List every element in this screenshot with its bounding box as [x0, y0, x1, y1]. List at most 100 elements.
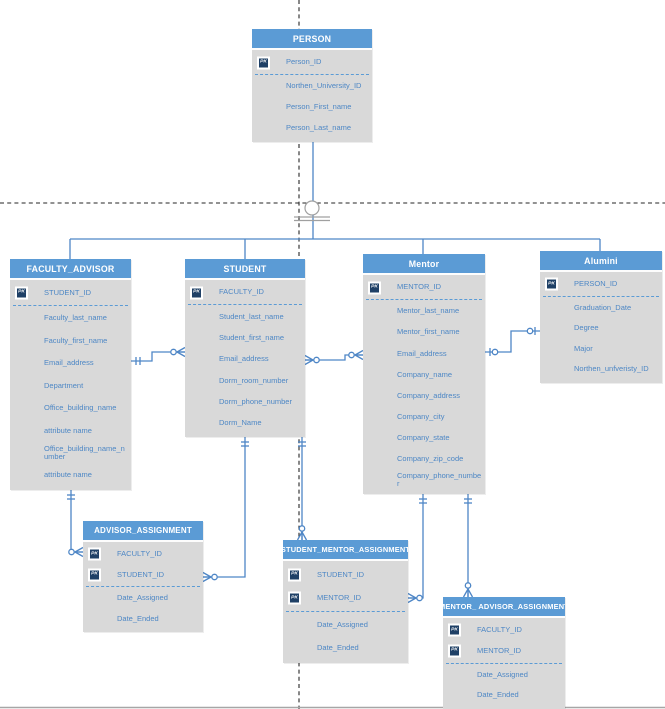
connector-mentor_maa[interactable]	[462, 494, 474, 598]
attribute-name: Company_state	[397, 432, 450, 442]
attribute-row: Faculty_first_name	[10, 330, 131, 352]
attribute-name: Person_Last_name	[286, 123, 352, 133]
attribute-name: Date_Assigned	[117, 593, 168, 602]
attribute-name: Dorm_phone_number	[219, 396, 292, 406]
pk-attribute-name: STUDENT_ID	[117, 569, 165, 579]
attribute-name: Student_first_name	[219, 332, 285, 342]
connector-student_mentor[interactable]	[304, 349, 364, 366]
attribute-name: Company_address	[397, 390, 460, 400]
attribute-row: attribute name	[10, 420, 131, 442]
attribute-name: Dorm_Name	[219, 418, 262, 428]
attribute-row: Dorm_Name	[185, 413, 305, 434]
attribute-row: Dorm_room_number	[185, 370, 305, 391]
attribute-name: Company_phone_number	[397, 470, 482, 489]
attribute-row: Company_address	[363, 385, 485, 406]
attribute-row: Student_first_name	[185, 328, 305, 349]
attribute-name: Graduation_Date	[574, 302, 632, 312]
attribute-name: Department	[44, 380, 84, 390]
attribute-name: attribute name	[44, 425, 92, 435]
attribute-name: Mentor_first_name	[397, 327, 460, 337]
connector-fa_student[interactable]	[131, 346, 186, 366]
entity-title: STUDENT_MENTOR_ASSIGNMENT	[283, 540, 408, 561]
connector-student_aa[interactable]	[202, 437, 249, 583]
pk-separator	[286, 611, 405, 612]
pk-badge: PK	[545, 277, 558, 291]
attribute-row: Email_address	[185, 349, 305, 370]
attribute-row: Date_Assigned	[83, 588, 203, 609]
entity-title: STUDENT	[185, 259, 305, 280]
pk-badge: PK	[88, 547, 101, 561]
attribute-row: Company_city	[363, 407, 485, 428]
pk-badge: PK	[288, 568, 301, 582]
entity-title: MENTOR_ ADVISOR_ASSIGNMENT	[443, 597, 565, 618]
attribute-name: Student_last_name	[219, 311, 284, 321]
pk-row: PK MENTOR_ID	[283, 587, 408, 611]
attribute-row: Company_state	[363, 428, 485, 449]
pk-attribute-name: MENTOR_ID	[317, 593, 362, 602]
connector-mentor_alumini[interactable]	[485, 327, 540, 356]
attribute-name: attribute name	[44, 470, 92, 480]
pk-attribute-name: MENTOR_ID	[397, 282, 442, 292]
connector-student_sma[interactable]	[296, 437, 308, 541]
entity-title: Mentor	[363, 254, 485, 275]
attribute-name: Date_Assigned	[477, 669, 528, 679]
connector-person_subtypes[interactable]	[69, 142, 601, 259]
attribute-name: Date_Ended	[117, 613, 159, 623]
pk-separator	[446, 662, 562, 664]
entity-title: FACULTY_ADVISOR	[10, 259, 131, 280]
pk-separator	[13, 305, 128, 307]
attribute-row: Office_building_name_number	[10, 442, 131, 464]
pk-separator	[543, 295, 659, 297]
attribute-row: Date_Ended	[283, 637, 408, 661]
entity-title: PERSON	[252, 29, 372, 50]
attribute-name: Company_zip_code	[397, 454, 464, 464]
attribute-name: Email_address	[219, 354, 269, 364]
pk-attribute-name: PERSON_ID	[574, 279, 618, 289]
pk-attribute-name: MENTOR_ID	[477, 645, 522, 655]
connector-mentor_sma[interactable]	[407, 494, 427, 604]
attribute-name: Degree	[574, 323, 599, 333]
pk-row: PK MENTOR_ID	[363, 277, 485, 298]
pk-badge: PK	[448, 623, 461, 637]
attribute-name: Major	[574, 343, 593, 353]
attribute-row: Northen_University_ID	[252, 76, 372, 97]
connector-fa_aa[interactable]	[67, 490, 84, 558]
attribute-row: Department	[10, 375, 131, 397]
attribute-name: Email_address	[397, 348, 447, 358]
category-symbol[interactable]	[294, 200, 330, 222]
attribute-row: Office_building_name	[10, 397, 131, 419]
pk-attribute-name: FACULTY_ID	[477, 625, 522, 635]
attribute-row: Graduation_Date	[540, 298, 662, 319]
attribute-name: Email_address	[44, 358, 94, 368]
pk-badge: PK	[368, 281, 381, 295]
attribute-row: Person_First_name	[252, 97, 372, 118]
attribute-row: Person_Last_name	[252, 118, 372, 139]
attribute-name: Date_Ended	[477, 690, 519, 700]
pk-badge: PK	[448, 644, 461, 658]
attribute-row: Dorm_phone_number	[185, 391, 305, 412]
attribute-row: attribute name	[10, 465, 131, 487]
pk-badge: PK	[288, 591, 301, 605]
attribute-name: Faculty_last_name	[44, 313, 107, 323]
